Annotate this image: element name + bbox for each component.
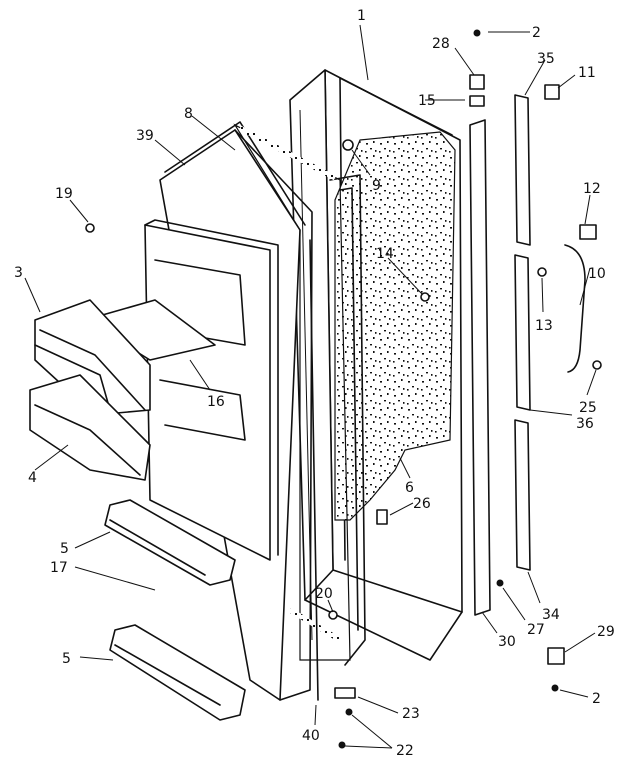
handle-bracket-12 <box>579 224 597 240</box>
callout-label: 29 <box>597 624 615 640</box>
door-bin-4 <box>29 374 151 481</box>
bracket-23 <box>334 687 356 699</box>
callout-label: 35 <box>537 51 555 67</box>
callout-label: 34 <box>542 607 560 623</box>
callout-label: 19 <box>55 186 73 202</box>
callout-label: 5 <box>62 651 71 667</box>
callout-label: 2 <box>592 691 601 707</box>
screw-25 <box>592 360 602 370</box>
screw-22-lower <box>338 741 346 749</box>
screw-22-upper <box>345 708 353 716</box>
callout-label: 16 <box>207 394 225 410</box>
hinge-top <box>469 74 485 107</box>
callout-label: 5 <box>60 541 69 557</box>
callout-label: 8 <box>184 106 193 122</box>
callout-label: 20 <box>315 586 333 602</box>
callout-label: 15 <box>418 93 436 109</box>
callout-labels: 1 2 2 3 4 5 5 6 8 9 10 11 12 13 14 15 16… <box>14 8 615 759</box>
callout-label: 22 <box>396 743 414 759</box>
part-20 <box>328 610 338 620</box>
callout-label: 11 <box>578 65 596 81</box>
callout-label: 1 <box>357 8 366 24</box>
foam-insulation <box>334 131 456 521</box>
shelf-housing <box>144 219 279 561</box>
screw-27 <box>496 579 504 587</box>
door-handle <box>564 244 586 373</box>
trim-lower <box>514 419 531 571</box>
hinge-bottom <box>547 647 565 692</box>
callout-label: 2 <box>532 25 541 41</box>
callout-label: 27 <box>527 622 545 638</box>
callout-label: 23 <box>402 706 420 722</box>
door-bin-5-lower <box>109 624 246 721</box>
callout-label: 40 <box>302 728 320 744</box>
callout-label: 28 <box>432 36 450 52</box>
callout-label: 9 <box>372 178 381 194</box>
leader-lines <box>24 24 597 749</box>
trim-upper <box>514 94 531 246</box>
plug-9 <box>342 139 354 151</box>
screw-13 <box>537 267 547 277</box>
fastener-14 <box>420 292 430 302</box>
callout-label: 36 <box>576 416 594 432</box>
callout-label: 4 <box>28 470 37 486</box>
frame-strip <box>469 119 491 616</box>
callout-label: 30 <box>498 634 516 650</box>
callout-label: 25 <box>579 400 597 416</box>
gasket-strip <box>309 239 319 701</box>
callout-label: 26 <box>413 496 431 512</box>
callout-label: 39 <box>136 128 154 144</box>
screw-icon <box>473 29 481 37</box>
callout-label: 3 <box>14 265 23 281</box>
trim-middle <box>514 254 531 411</box>
outer-door-panel <box>289 69 463 666</box>
callout-label: 14 <box>376 246 394 262</box>
door-bin-5-upper <box>104 499 236 586</box>
screw-19 <box>85 223 95 233</box>
clip-26 <box>376 509 388 525</box>
callout-label: 10 <box>588 266 606 282</box>
callout-label: 17 <box>50 560 68 576</box>
callout-label: 6 <box>405 480 414 496</box>
cap-11 <box>544 84 560 100</box>
callout-label: 12 <box>583 181 601 197</box>
callout-label: 13 <box>535 318 553 334</box>
